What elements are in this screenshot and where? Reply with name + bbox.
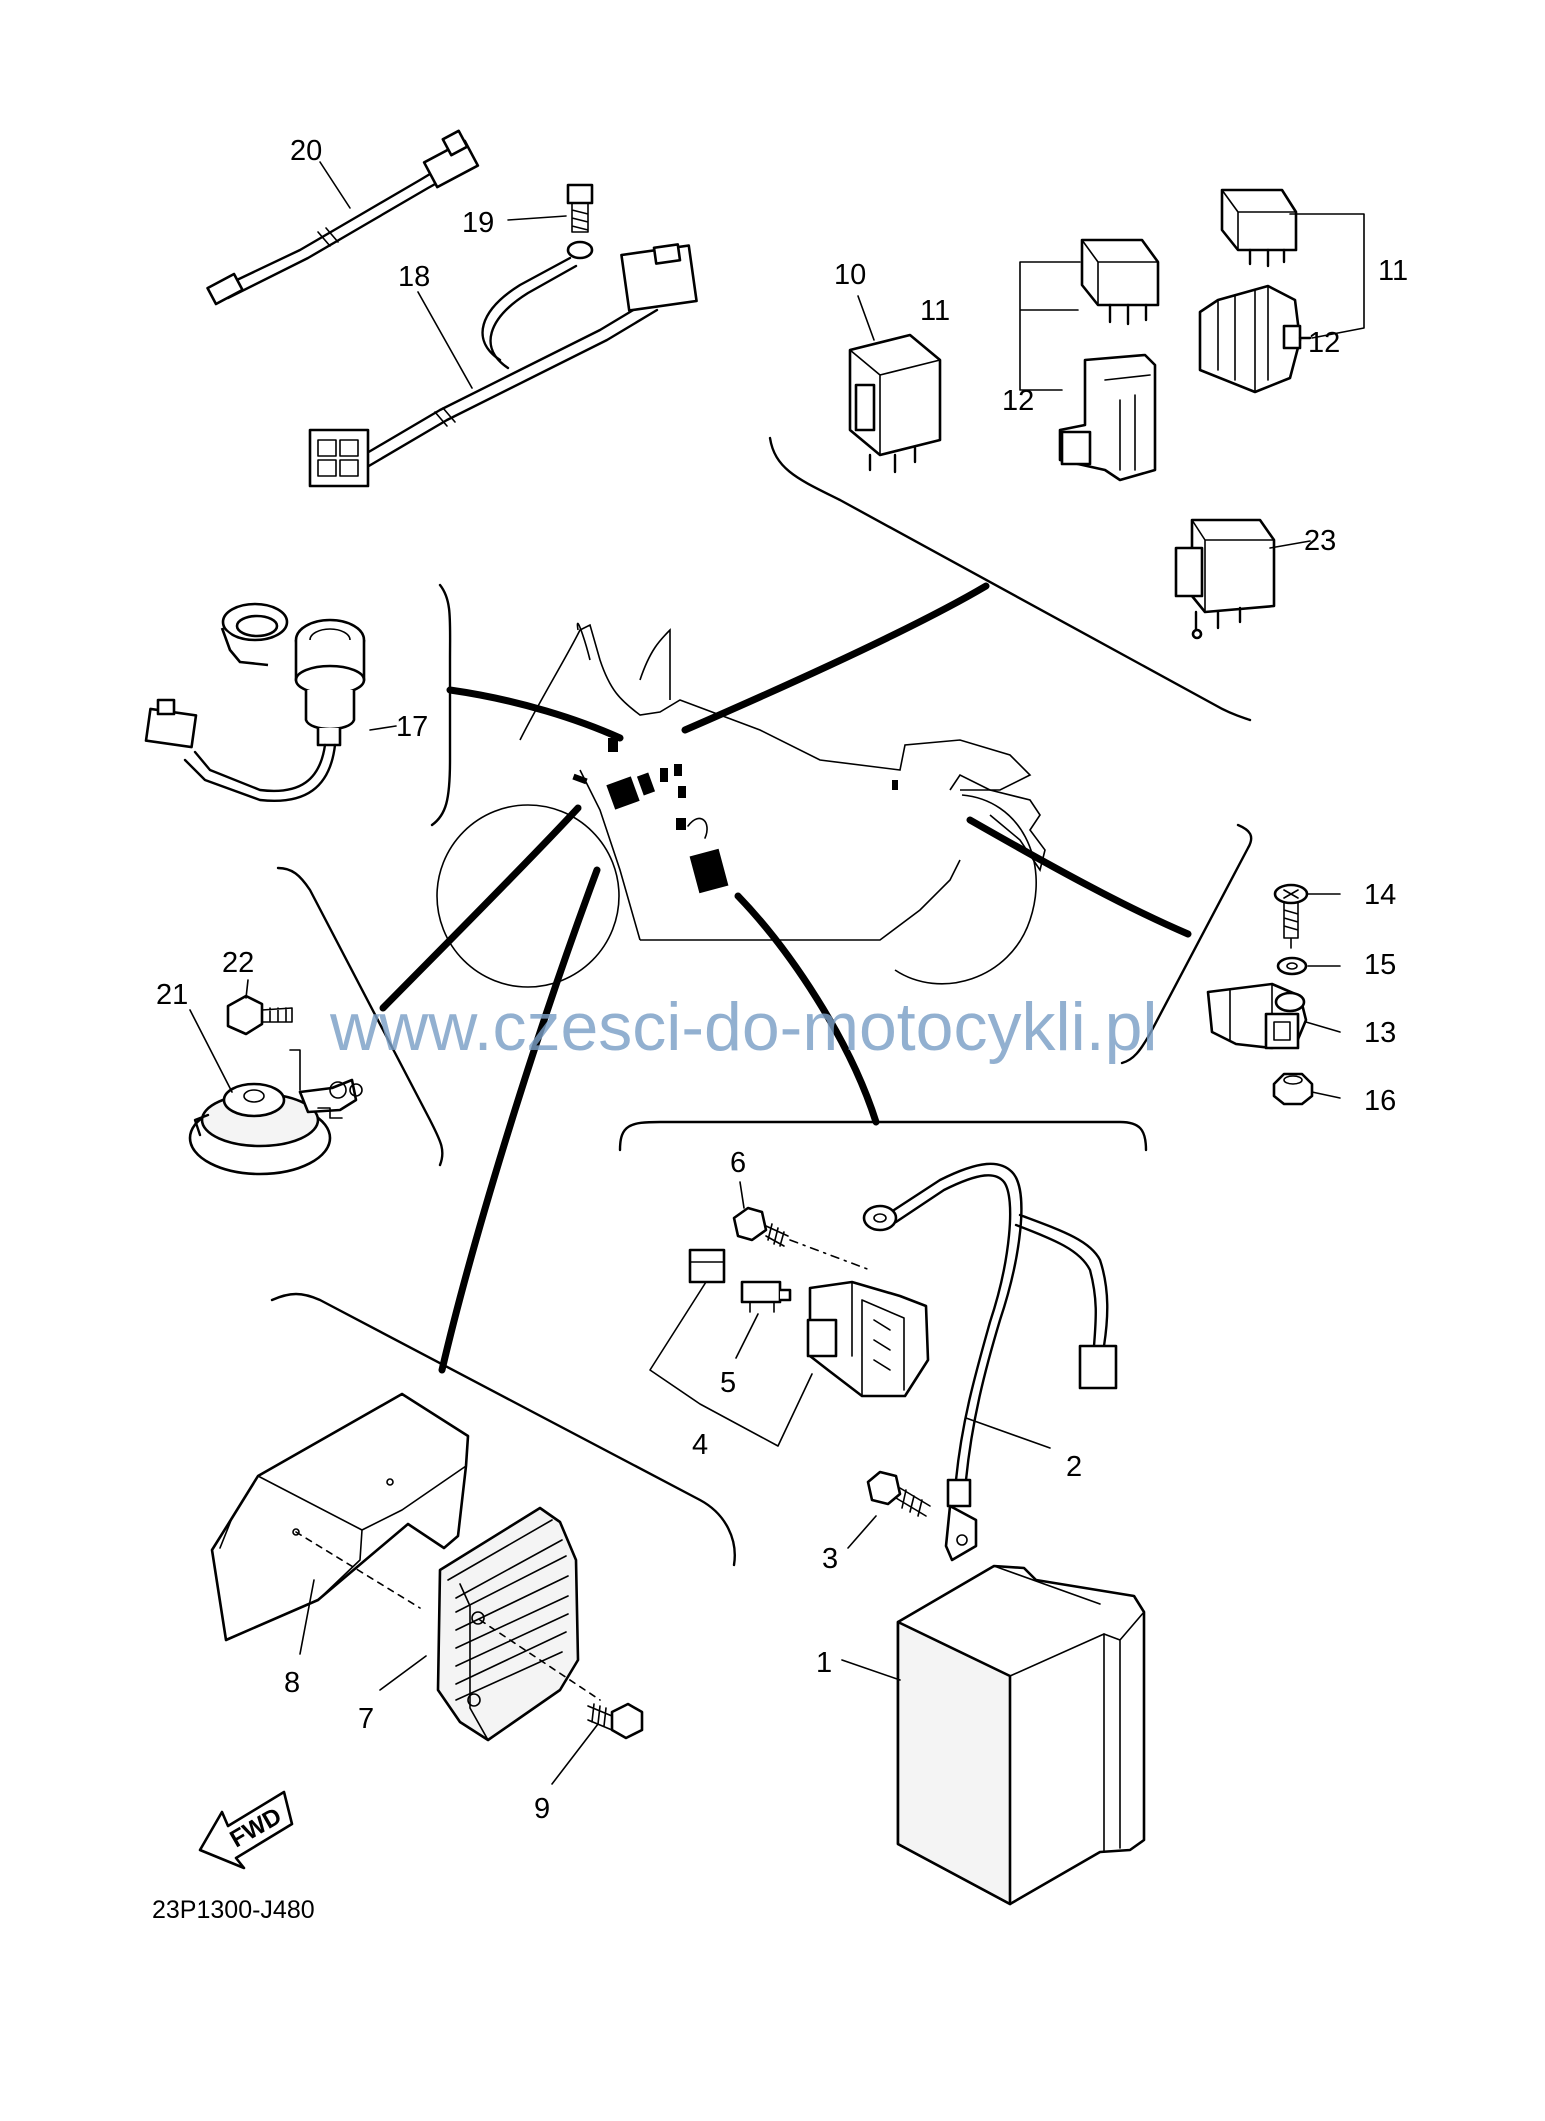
- group-brackets: [270, 436, 1253, 1567]
- part-1-battery: [896, 1564, 1146, 1906]
- part-12-relay-holder-center: [1058, 353, 1157, 482]
- part-20-wire-harness: [206, 129, 480, 306]
- callout-8: 8: [284, 1667, 300, 1699]
- part-11-relay-center: [1080, 238, 1160, 326]
- part-3-bolt: [866, 1470, 931, 1517]
- callout-12-center: 12: [1002, 385, 1034, 417]
- drawing-code: 23P1300-J480: [152, 1896, 315, 1924]
- callout-4: 4: [692, 1429, 708, 1461]
- part-21-horn: [188, 1049, 363, 1176]
- callout-6: 6: [730, 1147, 746, 1179]
- part-18-wire-harness: [308, 243, 698, 488]
- part-16-grommet: [1272, 1072, 1314, 1106]
- fwd-arrow-icon: FWD: [198, 1790, 294, 1870]
- callout-23: 23: [1304, 525, 1336, 557]
- callout-10: 10: [834, 259, 866, 291]
- callout-16: 16: [1364, 1085, 1396, 1117]
- callout-7: 7: [358, 1703, 374, 1735]
- callout-14: 14: [1364, 879, 1396, 911]
- callout-2: 2: [1066, 1451, 1082, 1483]
- part-4-starter-relay: [688, 1248, 930, 1398]
- part-12-relay-holder-right: [1198, 284, 1312, 394]
- part-7-rectifier-regulator: [436, 1506, 601, 1742]
- callout-11-right: 11: [1378, 255, 1408, 287]
- callout-9: 9: [534, 1793, 550, 1825]
- motorcycle-outline: [436, 622, 1046, 988]
- part-17-dc-socket: [144, 602, 366, 803]
- watermark-url: www.czesci-do-motocykli.pl: [329, 989, 1158, 1065]
- callout-numbers: 20 19 18 10 11 12 11 12 23 17 22 21 14 1…: [156, 135, 1408, 1825]
- part-22-bolt: [226, 994, 293, 1036]
- part-15-washer: [1276, 956, 1308, 976]
- part-6-bolt: [732, 1206, 871, 1271]
- part-8-cover: [210, 1392, 470, 1642]
- callout-leaders: [189, 161, 1365, 1785]
- callout-18: 18: [398, 261, 430, 293]
- part-23-relay: [1174, 518, 1276, 640]
- callout-17: 17: [396, 711, 428, 743]
- callout-3: 3: [822, 1543, 838, 1575]
- leader-lines: [379, 582, 1192, 1374]
- part-19-screw: [566, 183, 594, 260]
- callout-11-center: 11: [920, 295, 950, 327]
- part-13-connector-bracket: [1206, 982, 1308, 1050]
- callout-5: 5: [720, 1367, 736, 1399]
- callout-19: 19: [462, 207, 494, 239]
- part-14-screw: [1273, 883, 1309, 949]
- callout-12-right: 12: [1308, 327, 1340, 359]
- callout-1: 1: [816, 1647, 832, 1679]
- callout-22: 22: [222, 947, 254, 979]
- callout-15: 15: [1364, 949, 1396, 981]
- callout-21: 21: [156, 979, 188, 1011]
- callout-13: 13: [1364, 1017, 1396, 1049]
- part-5-fuse: [740, 1280, 792, 1313]
- part-10-relay: [848, 333, 942, 474]
- part-2-battery-lead: [862, 1162, 1118, 1562]
- part-9-bolt: [587, 1702, 644, 1740]
- callout-20: 20: [290, 135, 322, 167]
- part-11-relay-right: [1220, 188, 1298, 268]
